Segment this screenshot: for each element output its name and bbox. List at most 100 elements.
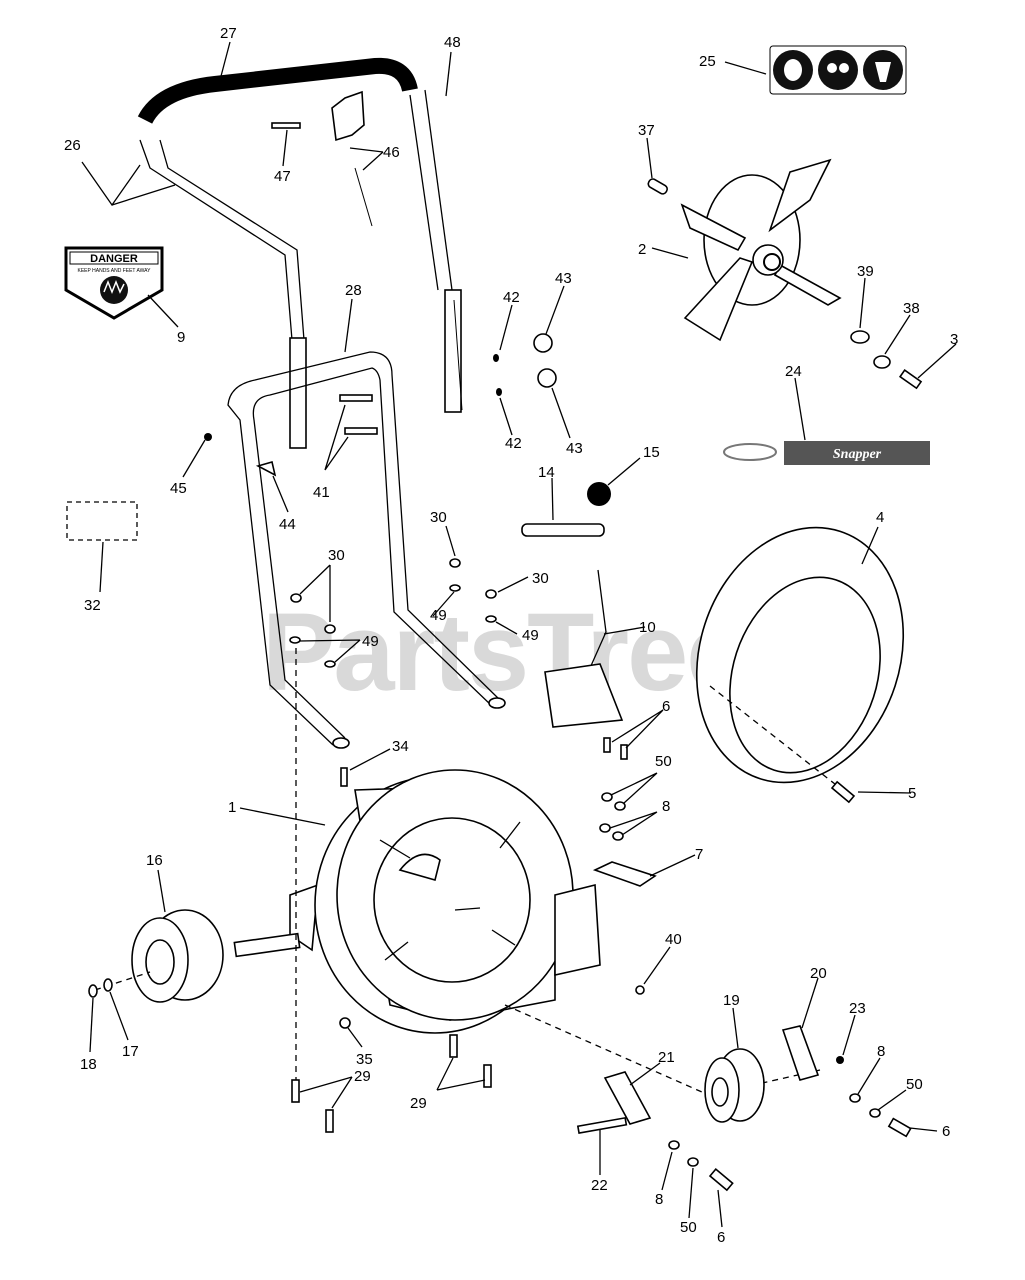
callout-42-upper: 42 [503,289,520,306]
washer-50-b [614,801,626,811]
callout-49-c: 49 [362,633,379,650]
bolt-6-d [708,1167,734,1192]
callout-26: 26 [64,137,81,154]
washer-50-a [601,792,613,802]
lever-10 [544,569,624,728]
screw-6-b [620,744,628,760]
nut-8-a [599,823,611,833]
clip-44 [255,460,277,477]
callout-49-a: 49 [430,607,447,624]
callout-45: 45 [170,480,187,497]
callout-20: 20 [810,965,827,982]
callout-38: 38 [903,300,920,317]
bolt-29-c [449,1034,458,1058]
knob-nut-43-upper [533,333,553,353]
wheel-19 [704,1048,765,1123]
bracket-20 [781,1025,820,1081]
brand-decal: Snapper [723,441,930,465]
callout-8-a: 8 [662,798,670,815]
bolt-41-lower [344,427,378,435]
bolt-22 [576,1116,628,1135]
nut-8-c [849,1093,861,1103]
blower-housing [289,769,601,1034]
callout-10: 10 [639,619,656,636]
callout-50-b: 50 [906,1076,923,1093]
plate-7 [592,861,657,887]
callout-5: 5 [908,785,916,802]
callout-27: 27 [220,25,237,42]
callout-48: 48 [444,34,461,51]
bolt-6-c [887,1117,912,1138]
callout-47: 47 [274,168,291,185]
cable-bracket [271,90,373,227]
callout-22: 22 [591,1177,608,1194]
callout-50-c: 50 [680,1219,697,1236]
callout-8-c: 8 [655,1191,663,1208]
callout-25: 25 [699,53,716,70]
callout-46: 46 [383,144,400,161]
nut-8-b [612,831,624,841]
callout-37: 37 [638,122,655,139]
nut-40 [635,985,645,995]
callout-15: 15 [643,444,660,461]
callout-21: 21 [658,1049,675,1066]
callout-30-a: 30 [430,509,447,526]
callout-32: 32 [84,597,101,614]
nut-23 [836,1056,844,1064]
callout-6-c: 6 [717,1229,725,1246]
housing-cover [695,526,905,784]
callout-labels: 27 48 25 26 47 46 37 2 9 28 42 43 39 38 … [64,25,958,1246]
callout-30-c: 30 [532,570,549,587]
knob-15 [587,482,611,506]
bolt-3 [898,369,923,390]
bolt-29-d [483,1064,492,1088]
callout-39: 39 [857,263,874,280]
callout-1: 1 [228,799,236,816]
callout-9: 9 [177,329,185,346]
callout-23: 23 [849,1000,866,1017]
nut-35 [339,1017,351,1029]
callout-43-upper: 43 [555,270,572,287]
callout-49-b: 49 [522,627,539,644]
danger-decal-title: DANGER [90,253,138,265]
bolt-29-b [325,1109,334,1133]
callout-14: 14 [538,464,555,481]
danger-decal: DANGER KEEP HANDS AND FEET AWAY [64,246,164,320]
callout-19: 19 [723,992,740,1009]
wheel-16 [131,909,301,1003]
lower-handle-frame [227,351,506,749]
callout-6-b: 6 [942,1123,950,1140]
washer-50-d [687,1157,699,1167]
bolt-29-a [291,1079,300,1103]
callout-16: 16 [146,852,163,869]
callout-50-a: 50 [655,753,672,770]
nut-8-d [668,1140,680,1150]
danger-decal-subtitle: KEEP HANDS AND FEET AWAY [78,268,152,274]
brand-decal-text: Snapper [833,447,882,462]
watermark: PartsTree [262,591,745,714]
washer-18 [88,984,98,998]
callout-8-b: 8 [877,1043,885,1060]
callout-34: 34 [392,738,409,755]
leader-lines [81,41,957,1228]
bolt-41-upper [339,394,373,402]
callout-28: 28 [345,282,362,299]
impeller [680,158,842,342]
callout-40: 40 [665,931,682,948]
nut-45 [204,433,212,441]
washer-39 [850,330,870,344]
callout-43-lower: 43 [566,440,583,457]
leader-dash-16 [94,971,151,991]
bolt-34 [340,767,348,787]
upper-handle [134,57,463,449]
callout-2: 2 [638,241,646,258]
callout-41: 41 [313,484,330,501]
callout-29-a: 29 [354,1068,371,1085]
washer-50-c [869,1108,881,1118]
washer-38 [873,355,891,369]
bolt-5 [830,780,856,804]
knob-nut-43-lower [537,368,557,388]
callout-6-a: 6 [662,698,670,715]
screw-6-a [603,737,611,753]
